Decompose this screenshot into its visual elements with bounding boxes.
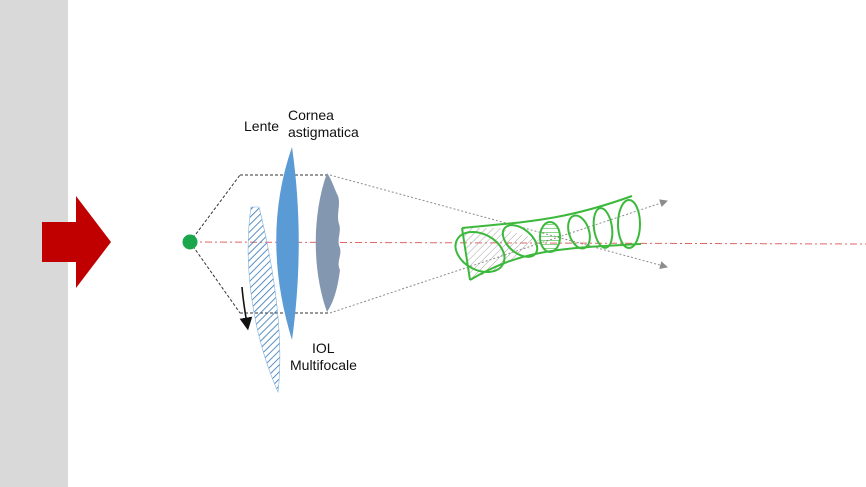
multifocal-hatched-lens	[247, 206, 281, 394]
iol-label-line1: IOL	[312, 340, 335, 356]
point-source	[182, 234, 198, 250]
cornea-label-line2: astigmatica	[288, 124, 359, 140]
rotation-arrow	[239, 286, 253, 331]
input-arrow	[42, 196, 111, 288]
focal-zone-shading	[462, 228, 540, 280]
iol-lens	[315, 173, 341, 312]
iol-label-line2: Multifocale	[290, 357, 357, 373]
astigmatic-beam	[454, 195, 642, 281]
cornea-label-line1: Cornea	[288, 107, 334, 123]
cornea-lens	[276, 147, 299, 340]
lente-label: Lente	[244, 118, 280, 134]
